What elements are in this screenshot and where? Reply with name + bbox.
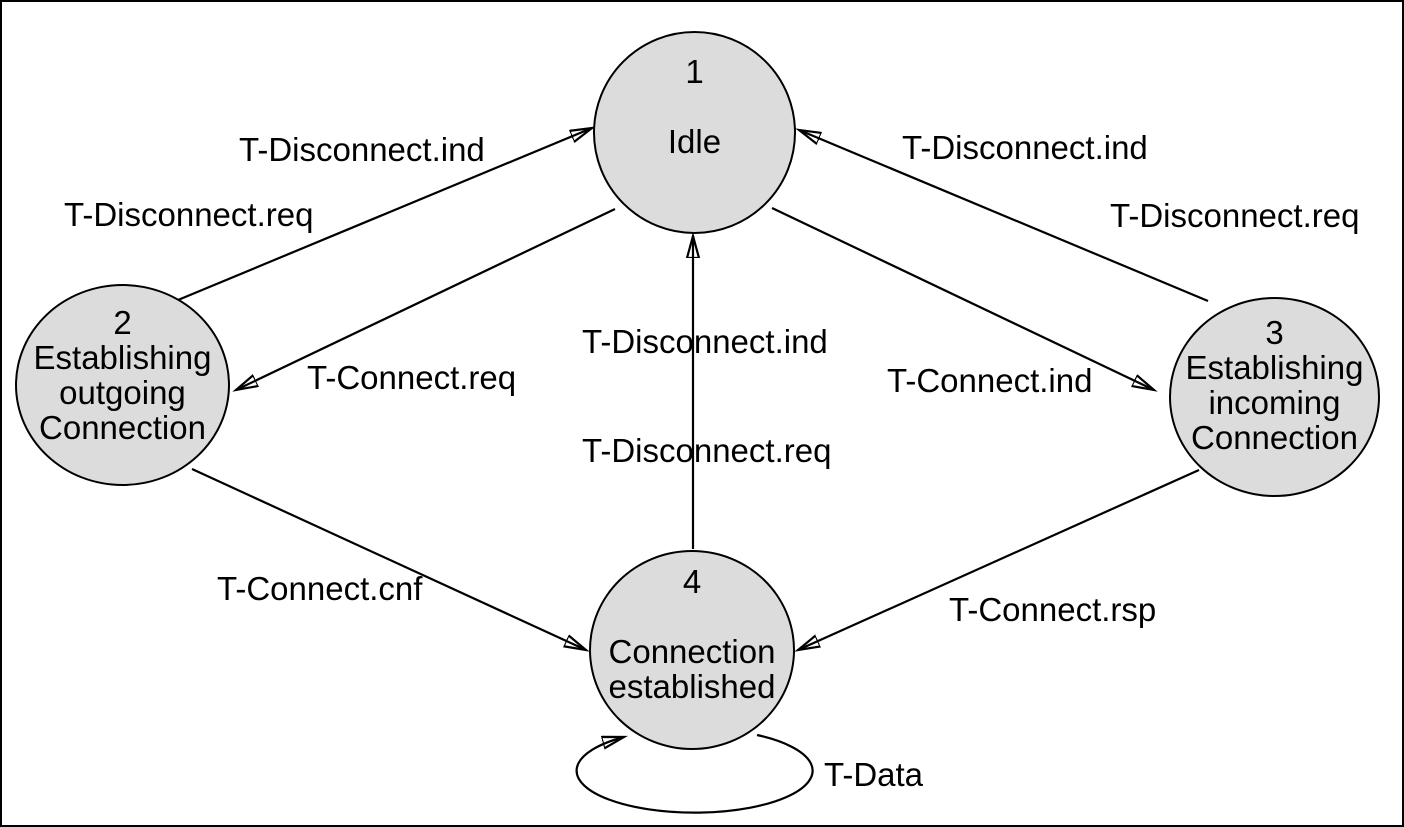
- label-disconnect-ind-state4-to-state1: T-Disconnect.ind: [582, 323, 828, 360]
- state-number: 4: [682, 563, 702, 600]
- label-disconnect-req-state3-to-state1: T-Disconnect.req: [1110, 197, 1360, 234]
- state-number: 1: [685, 53, 704, 90]
- state-1-idle: 1 Idle: [593, 31, 796, 234]
- arrow-state3-to-state4: [798, 468, 1200, 650]
- label-disconnect-ind-state3-to-state1: T-Disconnect.ind: [902, 129, 1148, 166]
- state-name-line: Connection: [1191, 419, 1358, 456]
- arrow-state1-to-state3: [771, 207, 1154, 390]
- arrow-state3-to-state1: [799, 130, 1209, 303]
- state-name-line: Connection: [608, 633, 776, 670]
- state-text-gap: [609, 599, 776, 634]
- state-number: 3: [1265, 314, 1284, 351]
- arrow-state4-self-loop: [575, 733, 814, 814]
- label-disconnect-req-state2-to-state1: T-Disconnect.req: [64, 196, 314, 233]
- state-name-line: incoming: [1208, 384, 1341, 421]
- label-connect-rsp-state3-to-state4: T-Connect.rsp: [949, 591, 1157, 628]
- label-disconnect-ind-state2-to-state1: T-Disconnect.ind: [239, 131, 485, 168]
- arrow-state2-to-state1: [177, 128, 592, 302]
- state-name-line: Idle: [667, 123, 722, 160]
- label-connect-ind-state1-to-state3: T-Connect.ind: [887, 362, 1093, 399]
- state-name-line: Establishing: [33, 339, 212, 376]
- arrow-state2-to-state4: [191, 468, 586, 650]
- state-name-line: established: [608, 668, 776, 705]
- label-connect-req-state1-to-state2: T-Connect.req: [307, 359, 517, 396]
- state-name-line: Connection: [39, 409, 206, 446]
- state-text-gap: [668, 89, 721, 124]
- state-name-line: Establishing: [1185, 349, 1364, 386]
- state-3-establishing-incoming-connection: 3 Establishing incoming Connection: [1169, 297, 1380, 497]
- label-connect-cnf-state2-to-state4: T-Connect.cnf: [217, 570, 423, 607]
- state-name-line: outgoing: [59, 374, 186, 411]
- arrow-state1-to-state2: [236, 208, 616, 390]
- state-4-connection-established: 4 Connection established: [589, 550, 795, 750]
- label-disconnect-req-state4-to-state1: T-Disconnect.req: [582, 432, 832, 469]
- state-number: 2: [113, 304, 132, 341]
- label-t-data-self-loop: T-Data: [824, 756, 924, 793]
- state-2-establishing-outgoing-connection: 2 Establishing outgoing Connection: [15, 284, 230, 486]
